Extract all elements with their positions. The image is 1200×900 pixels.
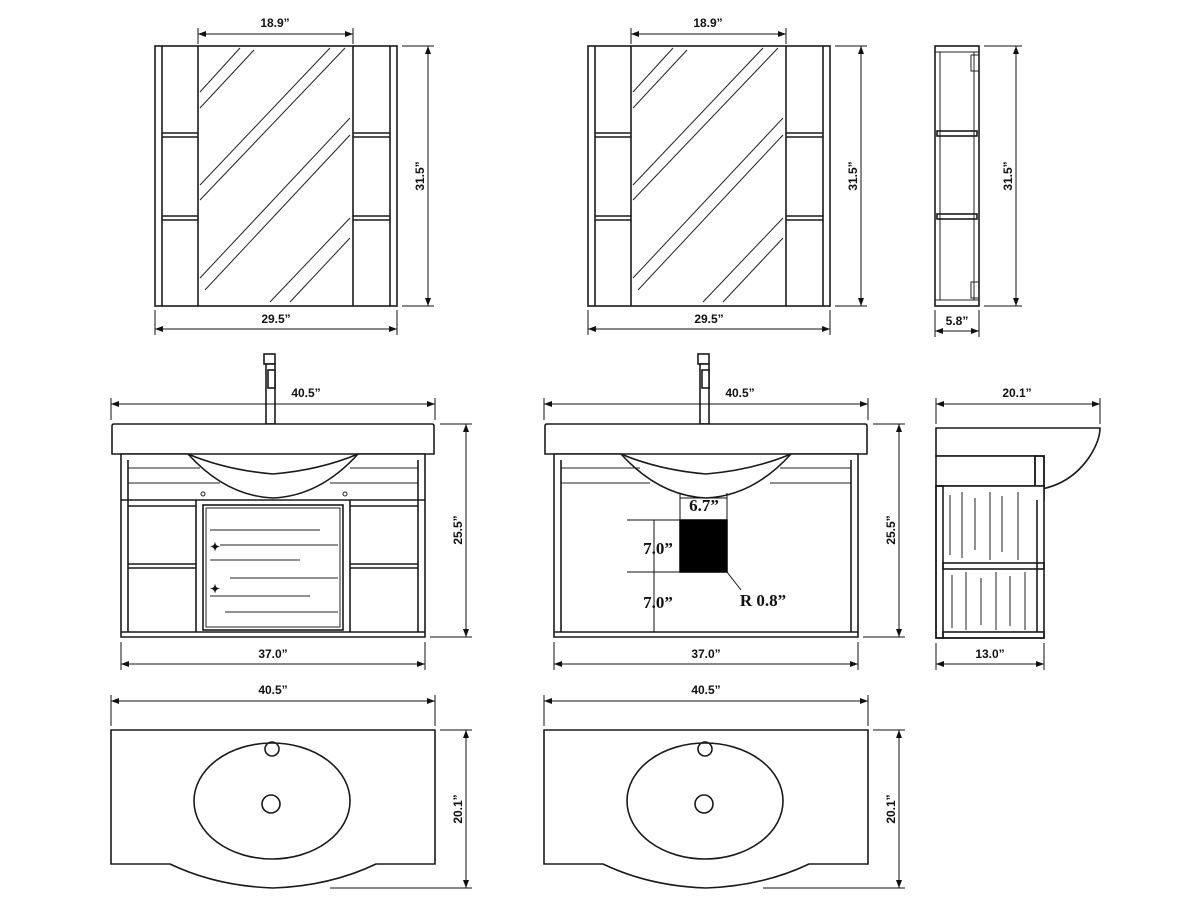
- label-mirror-side-height: 31.5”: [1001, 161, 1015, 190]
- side-wood-grain: [949, 492, 1026, 630]
- vanity-front-view: ✦ ✦: [111, 353, 435, 638]
- faucet: [263, 353, 276, 425]
- label-mirror-back-height: 31.5”: [846, 161, 860, 190]
- dim-mirror-back-width: 18.9”: [630, 16, 787, 44]
- dim-vanity-side-cabinet-depth: 13.0”: [935, 643, 1045, 670]
- mirror-glare-lines-back: [632, 47, 784, 303]
- faucet: [697, 353, 710, 425]
- dim-top-right-depth: 20.1”: [763, 729, 905, 889]
- vanity-side-view: [935, 427, 1101, 639]
- dim-vanity-front-cabinet-width: 37.0”: [120, 642, 426, 670]
- label-mirror-back-total-width: 29.5”: [694, 312, 723, 326]
- label-mirror-side-depth: 5.8”: [946, 314, 969, 328]
- mirror-glare-lines: [199, 47, 351, 303]
- label-mirror-front-width: 18.9”: [260, 16, 289, 30]
- drain-icon: [694, 794, 714, 814]
- dim-mirror-back-height: 31.5”: [835, 45, 867, 307]
- label-cutout-from-bottom: 7.0”: [643, 593, 673, 612]
- faucet-hole-icon: [697, 741, 713, 757]
- dim-mirror-front-width: 18.9”: [197, 16, 354, 44]
- vanity-back-view: [544, 353, 868, 638]
- dim-top-right-width: 40.5”: [543, 683, 869, 726]
- dim-top-left-width: 40.5”: [110, 683, 436, 726]
- faucet-hole-icon: [264, 741, 280, 757]
- label-cutout-height: 7.0”: [643, 539, 673, 558]
- dim-mirror-back-total-width: 29.5”: [587, 310, 831, 335]
- label-mirror-back-width: 18.9”: [693, 16, 722, 30]
- label-cutout-radius: R 0.8”: [740, 591, 786, 610]
- label-vanity-front-cabinet-width: 37.0”: [258, 647, 287, 661]
- plumbing-cutout: [679, 519, 728, 573]
- label-vanity-front-height: 25.5”: [451, 515, 465, 544]
- label-cutout-width: 6.7”: [689, 496, 719, 515]
- label-mirror-front-height: 31.5”: [413, 161, 427, 190]
- label-top-right-width: 40.5”: [691, 683, 720, 697]
- label-mirror-front-total-width: 29.5”: [261, 312, 290, 326]
- mirror-cabinet-front-view: [154, 45, 398, 307]
- label-top-left-depth: 20.1”: [451, 794, 465, 823]
- dim-vanity-front-top-width: 40.5”: [110, 386, 436, 420]
- dim-vanity-front-height: 25.5”: [430, 423, 472, 638]
- label-vanity-back-height: 25.5”: [884, 515, 898, 544]
- dim-mirror-side-height: 31.5”: [984, 45, 1022, 307]
- label-top-left-width: 40.5”: [258, 683, 287, 697]
- mirror-cabinet-side-view: [934, 45, 980, 307]
- mirror-cabinet-back-view: [587, 45, 831, 307]
- dim-mirror-front-height: 31.5”: [402, 45, 434, 307]
- dim-mirror-side-depth: 5.8”: [934, 310, 980, 337]
- countertop-top-view-right: [543, 729, 869, 889]
- label-top-right-depth: 20.1”: [884, 794, 898, 823]
- dim-vanity-back-height: 25.5”: [863, 423, 905, 638]
- label-vanity-back-top-width: 40.5”: [725, 386, 754, 400]
- dim-vanity-back-cabinet-width: 37.0”: [553, 642, 859, 670]
- drain-icon: [261, 794, 281, 814]
- countertop-top-view-left: [110, 729, 436, 889]
- dim-vanity-back-top-width: 40.5”: [543, 386, 869, 420]
- door-hinge-icon: ✦: [210, 540, 220, 554]
- door-hinge-icon: ✦: [210, 582, 220, 596]
- door-wood-grain: [210, 529, 338, 613]
- dim-top-left-depth: 20.1”: [330, 729, 472, 889]
- dim-mirror-front-total-width: 29.5”: [154, 310, 398, 335]
- dim-vanity-side-top-depth: 20.1”: [935, 386, 1101, 424]
- label-vanity-side-top-depth: 20.1”: [1002, 386, 1031, 400]
- label-vanity-side-cabinet-depth: 13.0”: [975, 647, 1004, 661]
- label-vanity-back-cabinet-width: 37.0”: [691, 647, 720, 661]
- label-vanity-front-top-width: 40.5”: [291, 386, 320, 400]
